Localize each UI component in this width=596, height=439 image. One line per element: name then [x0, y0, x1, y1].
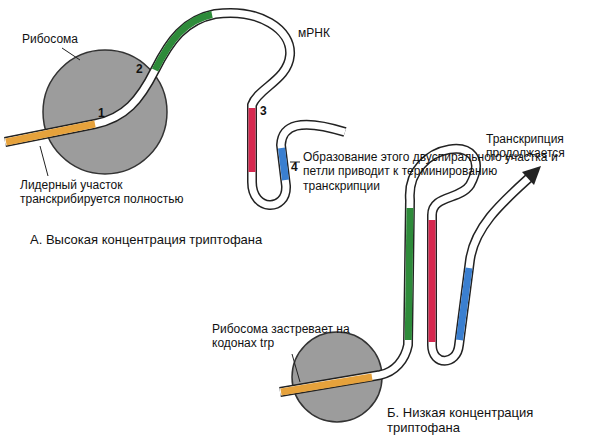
- panel-caption: Б. Низкая концентрация триптофана: [387, 405, 592, 436]
- callout-number: 1: [98, 106, 110, 120]
- note: Рибосома застревает на кодонах trp: [212, 322, 352, 351]
- segment-3: [249, 108, 256, 172]
- mrna: [5, 13, 345, 205]
- callout-number: 3: [260, 104, 272, 118]
- arrowhead: [522, 166, 541, 185]
- segment-2: [155, 15, 212, 71]
- note: Транскрипция продолжается: [486, 132, 586, 161]
- panel-caption: А. Высокая концентрация триптофана: [30, 232, 290, 248]
- leader-segment-1: [6, 124, 95, 142]
- segment-2: [408, 208, 410, 340]
- segment-4: [460, 268, 470, 340]
- leader-line: [40, 146, 48, 176]
- ribosome: [43, 50, 167, 174]
- leader-line: [62, 48, 80, 60]
- callout-number: 2: [136, 62, 148, 76]
- note: Лидерный участок транскрибируется полнос…: [20, 178, 190, 207]
- leader-segment-1: [281, 377, 372, 392]
- callout-number: 4: [291, 160, 303, 174]
- part-label: мРНК: [298, 26, 348, 40]
- leader-line: [292, 354, 300, 382]
- segment-4: [282, 148, 286, 180]
- segment-3: [429, 220, 436, 342]
- mrna-outline: [5, 13, 345, 205]
- part-label: Рибосома: [22, 32, 102, 46]
